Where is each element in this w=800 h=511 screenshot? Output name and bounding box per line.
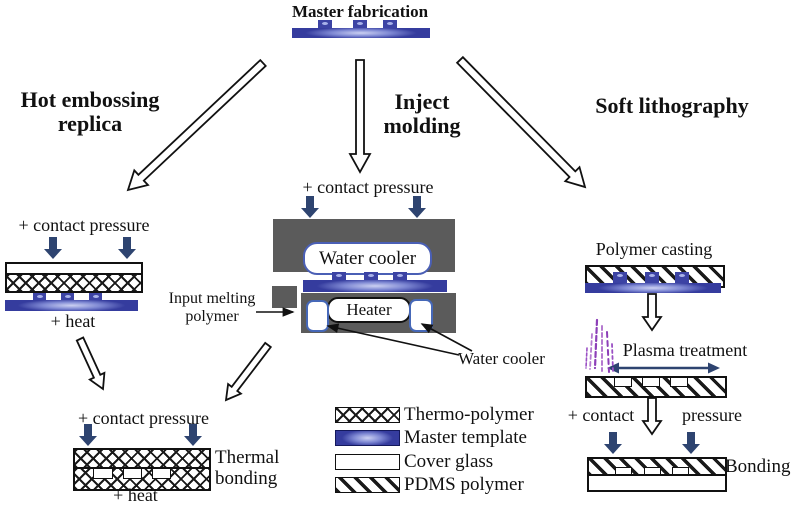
master-bump	[675, 272, 689, 283]
thermo-polymer-bar	[5, 273, 143, 293]
arrow-casting-to-plasma	[641, 293, 663, 332]
plasma-flame-icon	[585, 318, 614, 373]
water-cooler-top-label: Water cooler	[318, 247, 417, 269]
master-bump	[89, 293, 102, 300]
water-cooler-channel-right	[409, 299, 433, 332]
water-cooler-top: Water cooler	[303, 242, 432, 275]
thermal-pressure-label: + contact pressure	[77, 408, 210, 428]
pressure-arrow	[301, 196, 319, 218]
cover-glass-swatch	[335, 454, 400, 470]
hot-embossing-pressure-label: + contact pressure	[18, 215, 150, 235]
channel-notch	[644, 467, 661, 476]
bonding-contact-label: + contact	[567, 405, 635, 425]
master-bump	[393, 272, 407, 280]
legend-label-pdms: PDMS polymer	[404, 474, 524, 495]
pdms-demolded-bar	[585, 376, 727, 398]
master-bump	[353, 20, 367, 28]
master-template-icon-top	[292, 20, 430, 38]
channel-notch	[672, 467, 689, 476]
thermo-polymer-channel-bar	[73, 467, 211, 491]
arrow-embossing-to-thermal-bonding	[75, 336, 106, 391]
master-bump	[318, 20, 332, 28]
inlet-block	[272, 286, 297, 308]
channel-notch	[670, 378, 688, 387]
plasma-spread-arrow	[607, 362, 720, 374]
arrow-inject-to-thermal-bonding	[224, 341, 273, 402]
thermal-heat-label: + heat	[113, 485, 158, 505]
channel-notch	[614, 378, 632, 387]
channel-notch	[615, 467, 632, 476]
bonding-label: Bonding	[725, 456, 791, 477]
soft-lithography-heading: Soft lithography	[595, 93, 749, 118]
pdms-polymer-swatch	[335, 477, 400, 493]
pressure-arrow	[682, 432, 700, 454]
master-bar	[292, 28, 430, 38]
master-fabrication-title: Master fabrication	[291, 2, 429, 21]
cover-glass-bar	[587, 474, 727, 492]
channel-notch	[152, 469, 171, 479]
input-polymer-label: Input melting polymer	[168, 290, 256, 325]
pressure-arrow	[604, 432, 622, 454]
master-bar	[5, 300, 138, 311]
master-bump	[332, 272, 346, 280]
master-bump	[364, 272, 378, 280]
pressure-arrow	[44, 237, 62, 259]
bonding-pressure-label: pressure	[682, 405, 742, 425]
master-template-icon-center	[303, 272, 447, 292]
master-bump	[33, 293, 46, 300]
hot-embossing-heading: Hot embossing replica	[20, 87, 160, 137]
thermal-bonding-label: Thermal bonding	[215, 447, 280, 490]
master-bump	[613, 272, 627, 283]
thermo-polymer-swatch	[335, 407, 400, 423]
hot-embossing-heat-label: + heat	[50, 311, 96, 331]
channel-notch	[642, 378, 660, 387]
master-bar-casting	[585, 283, 721, 293]
legend-label-cover: Cover glass	[404, 451, 494, 472]
inject-pressure-label: + contact pressure	[302, 177, 434, 197]
legend-label-master: Master template	[404, 427, 527, 448]
master-bump	[645, 272, 659, 283]
master-bar	[303, 280, 447, 292]
heater: Heater	[327, 297, 411, 323]
master-template-swatch	[335, 430, 400, 446]
legend-label-thermo: Thermo-polymer	[404, 404, 534, 425]
channel-notch	[123, 469, 142, 479]
master-bump	[383, 20, 397, 28]
thermo-polymer-top-bar	[73, 448, 211, 469]
plasma-treatment-label: Plasma treatment	[622, 340, 748, 360]
pressure-arrow	[408, 196, 426, 218]
polymer-casting-label: Polymer casting	[595, 239, 713, 259]
channel-notch	[93, 469, 113, 479]
master-template-icon-left	[5, 293, 138, 311]
master-bump	[61, 293, 74, 300]
pressure-arrow	[118, 237, 136, 259]
inject-molding-heading: Inject molding	[383, 89, 461, 139]
arrow-plasma-to-bonding	[641, 397, 663, 436]
water-cooler-channel-left	[306, 300, 329, 332]
heater-label: Heater	[346, 300, 392, 319]
water-cooler-bottom-label: Water cooler	[458, 349, 545, 368]
